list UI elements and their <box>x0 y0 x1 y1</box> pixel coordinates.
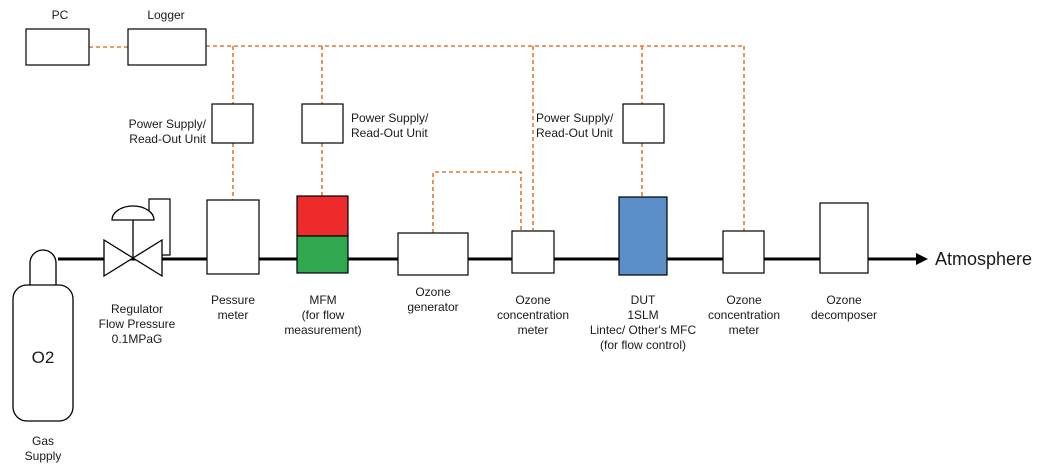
psu-label-pressure-line1: Power Supply/ <box>128 117 206 131</box>
dut-line2: 1SLM <box>627 308 659 322</box>
ozone-decomposer-line2: decomposer <box>810 308 878 322</box>
ozone-decomposer-box <box>819 202 869 274</box>
psu-box-pressure <box>211 103 254 144</box>
mfm-line2: (for flow <box>301 308 345 322</box>
psu-label-dut-line1: Power Supply/ <box>536 111 614 125</box>
regulator-sensing-line <box>148 198 171 256</box>
pressure-meter-line2: meter <box>217 308 249 322</box>
dut-line3: Lintec/ Other's MFC <box>589 323 697 337</box>
ozone-meter-2-line1: Ozone <box>726 293 762 307</box>
ozone-decomposer-line1: Ozone <box>826 293 862 307</box>
ozone-meter-1-label: Ozone concentration meter <box>491 293 575 338</box>
pc-label: PC <box>51 8 69 22</box>
psu-label-mfm-line1: Power Supply/ <box>351 111 429 125</box>
regulator-valve <box>103 205 163 278</box>
signal-lines <box>89 45 745 233</box>
regulator-line1: Regulator <box>110 302 164 316</box>
psu-label-pressure: Power Supply/ Read-Out Unit <box>98 117 206 147</box>
ozone-generator-box <box>397 232 469 276</box>
psu-label-dut: Power Supply/ Read-Out Unit <box>536 111 636 141</box>
dut-line1: DUT <box>630 293 656 307</box>
mfm-line1: MFM <box>309 293 337 307</box>
ozone-meter-2-box <box>722 230 765 274</box>
ozone-meter-1-line2: concentration <box>496 308 570 322</box>
psu-label-dut-line2: Read-Out Unit <box>536 126 613 140</box>
mfm-top-section <box>296 195 349 237</box>
dut-label: DUT 1SLM Lintec/ Other's MFC (for flow c… <box>578 293 708 353</box>
psu-label-mfm-line2: Read-Out Unit <box>351 126 428 140</box>
regulator-dome <box>111 205 155 221</box>
logger-label: Logger <box>147 8 185 22</box>
psu-label-pressure-line2: Read-Out Unit <box>129 132 206 146</box>
gas-supply-line1: Gas <box>31 434 54 448</box>
mfm-bottom-section <box>296 235 349 274</box>
regulator-line2: Flow Pressure <box>98 317 176 331</box>
pressure-meter-line1: Pessure <box>210 293 256 307</box>
signal-generator-to-ozone-meter-1 <box>432 171 522 233</box>
regulator-label: Regulator Flow Pressure 0.1MPaG <box>92 302 182 347</box>
ozone-generator-line1: Ozone <box>415 285 451 299</box>
ozone-meter-2-line3: meter <box>728 323 760 337</box>
atmosphere-label: Atmosphere <box>935 249 1033 269</box>
ozone-meter-1-line3: meter <box>517 323 549 337</box>
ozone-decomposer-label: Ozone decomposer <box>804 293 884 323</box>
gas-supply-label: Gas Supply <box>20 434 66 464</box>
ozone-meter-2-label: Ozone concentration meter <box>702 293 786 338</box>
regulator-line3: 0.1MPaG <box>111 332 163 346</box>
o2-cylinder-neck <box>29 249 57 288</box>
o2-cylinder <box>12 249 74 422</box>
pc-box <box>25 28 90 66</box>
pipe-lines <box>58 198 928 265</box>
mfm-line3: measurement) <box>284 323 362 337</box>
psu-label-mfm: Power Supply/ Read-Out Unit <box>351 111 451 141</box>
regulator-valve-right <box>131 238 163 278</box>
atmosphere-arrowhead <box>916 253 928 265</box>
mfm-label: MFM (for flow measurement) <box>282 293 364 338</box>
dut-box <box>618 196 668 276</box>
dut-line4: (for flow control) <box>599 338 687 352</box>
ozone-generator-label: Ozone generator <box>396 285 470 315</box>
regulator-valve-left <box>103 238 135 278</box>
o2-label: O2 <box>31 348 55 367</box>
psu-box-dut <box>622 103 665 144</box>
ozone-meter-2-line2: concentration <box>707 308 781 322</box>
component-boxes <box>25 28 869 276</box>
o2-cylinder-body <box>12 284 74 422</box>
gas-supply-line2: Supply <box>24 449 62 463</box>
psu-box-mfm <box>301 103 344 144</box>
ozone-meter-1-line1: Ozone <box>515 293 551 307</box>
pressure-meter-label: Pessure meter <box>200 293 266 323</box>
logger-box <box>127 28 207 66</box>
pressure-meter-box <box>206 199 260 275</box>
ozone-generator-line2: generator <box>407 300 459 314</box>
ozone-meter-1-box <box>511 230 555 274</box>
